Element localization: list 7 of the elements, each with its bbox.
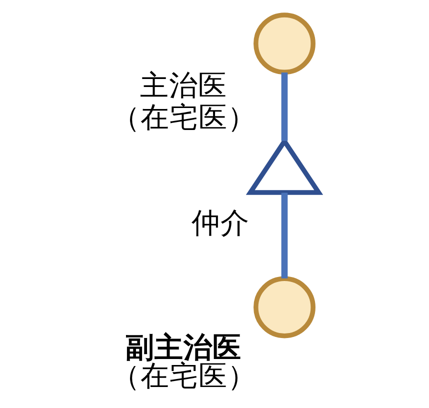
node-circle <box>253 12 315 75</box>
node-label: （在宅医） <box>110 100 256 134</box>
connector <box>280 192 288 278</box>
node-label: 仲介 <box>191 205 250 240</box>
connector <box>280 72 288 141</box>
node-circle <box>253 276 315 338</box>
node-label: 主治医 <box>139 68 226 102</box>
